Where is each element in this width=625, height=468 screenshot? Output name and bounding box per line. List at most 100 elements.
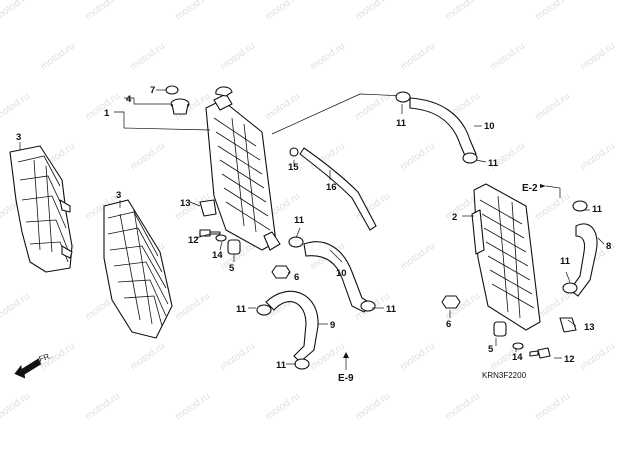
- watermark-text: motod.ru: [173, 0, 212, 22]
- callout-10-upper: 10: [484, 121, 495, 132]
- grommet-left: [227, 239, 241, 255]
- callout-14-left: 14: [212, 250, 223, 261]
- watermark-text: motod.ru: [128, 41, 167, 73]
- callout-3-outer: 3: [16, 132, 21, 143]
- breather-pipe: [299, 147, 377, 231]
- watermark-text: motod.ru: [353, 91, 392, 123]
- callout-15: 15: [288, 162, 299, 173]
- callout-13-right: 13: [584, 322, 595, 333]
- watermark-text: motod.ru: [263, 91, 302, 123]
- watermark-text: motod.ru: [173, 291, 212, 323]
- callout-11: 11: [560, 256, 571, 267]
- watermark-text: motod.ru: [533, 191, 572, 223]
- callout-7: 7: [150, 85, 155, 96]
- callout-10-lower: 10: [336, 268, 347, 279]
- callout-11: 11: [386, 304, 397, 315]
- callout-3-louver: 3: [116, 190, 121, 201]
- watermark-text: motod.ru: [0, 91, 32, 123]
- radiator-right: [471, 183, 541, 331]
- watermark-text: motod.ru: [0, 0, 32, 22]
- watermark-text: motod.ru: [533, 391, 572, 423]
- watermark-text: motod.ru: [308, 41, 347, 73]
- watermark-text: motod.ru: [533, 91, 572, 123]
- watermark-text: motod.ru: [0, 291, 32, 323]
- bolt-left: [199, 229, 221, 237]
- callout-5-right: 5: [488, 344, 494, 355]
- hose-clamp: [256, 304, 272, 316]
- callout-13-left: 13: [180, 198, 191, 209]
- watermark-text: motod.ru: [398, 141, 437, 173]
- callout-11: 11: [294, 215, 305, 226]
- callout-9: 9: [330, 320, 335, 331]
- nut-left: [271, 265, 291, 279]
- watermark-text: motod.ru: [83, 391, 122, 423]
- bolt-right: [529, 347, 551, 359]
- watermark-text: motod.ru: [0, 391, 32, 423]
- callout-1: 1: [104, 108, 110, 119]
- callout-6-right: 6: [446, 319, 451, 330]
- section-arrow-e2: [540, 184, 546, 188]
- watermark-text: motod.ru: [173, 391, 212, 423]
- watermark-text: motod.ru: [218, 341, 257, 373]
- callout-11: 11: [488, 158, 499, 169]
- radiator-cap: [170, 98, 190, 115]
- watermark-text: motod.ru: [218, 41, 257, 73]
- callout-11: 11: [276, 360, 287, 371]
- bracket-left: [199, 199, 217, 217]
- hose-clamp: [360, 300, 376, 312]
- callout-16: 16: [326, 182, 337, 193]
- hose-clamp: [572, 200, 588, 212]
- watermark-text: motod.ru: [578, 141, 617, 173]
- watermark-text: motod.ru: [38, 41, 77, 73]
- callout-8: 8: [606, 241, 611, 252]
- watermark-text: motod.ru: [443, 391, 482, 423]
- watermark-text: motod.ru: [398, 341, 437, 373]
- watermark-text: motod.ru: [83, 91, 122, 123]
- hose-clamp: [288, 236, 304, 248]
- watermark-text: motod.ru: [263, 391, 302, 423]
- section-arrow-e9: [343, 352, 349, 358]
- section-ref-e9: E-9: [338, 373, 354, 384]
- radiator-shroud-left-louver: [103, 199, 173, 339]
- watermark-text: motod.ru: [488, 41, 527, 73]
- section-ref-e2: E-2: [522, 183, 538, 194]
- hose-clamp: [294, 358, 310, 370]
- washer-right: [512, 342, 524, 350]
- callout-12-left: 12: [188, 235, 199, 246]
- hose-clamp: [395, 91, 411, 103]
- watermark-text: motod.ru: [398, 241, 437, 273]
- hose-clamp: [462, 152, 478, 164]
- watermark-text: motod.ru: [128, 341, 167, 373]
- watermark-text: motod.ru: [128, 141, 167, 173]
- radiator-left: [205, 86, 281, 251]
- watermark-text: motod.ru: [353, 0, 392, 22]
- watermark-text: motod.ru: [353, 391, 392, 423]
- drawing-code: KRN3F2200: [482, 371, 527, 380]
- callout-6-left: 6: [294, 272, 299, 283]
- watermark-text: motod.ru: [578, 41, 617, 73]
- callout-5-left: 5: [229, 263, 235, 274]
- front-direction-arrow: [14, 358, 42, 379]
- nut-right: [441, 295, 461, 309]
- watermark-text: motod.ru: [443, 0, 482, 22]
- watermark-text: motod.ru: [533, 0, 572, 22]
- hose-lower-left: [265, 290, 319, 363]
- bracket-right: [559, 317, 577, 333]
- callout-11: 11: [396, 118, 407, 129]
- callout-2: 2: [452, 212, 457, 223]
- callout-11: 11: [236, 304, 247, 315]
- drain-plug: [289, 147, 299, 157]
- callout-12-right: 12: [564, 354, 575, 365]
- watermark-text: motod.ru: [83, 0, 122, 22]
- watermark-text: motod.ru: [578, 341, 617, 373]
- cap-seal-ring: [165, 85, 179, 95]
- front-indicator-label: FR.: [38, 351, 53, 364]
- leader-lines: [19, 89, 605, 370]
- watermark-text: motod.ru: [263, 0, 302, 22]
- callout-14-right: 14: [512, 352, 523, 363]
- callout-4: 4: [126, 94, 132, 105]
- callout-11: 11: [592, 204, 603, 215]
